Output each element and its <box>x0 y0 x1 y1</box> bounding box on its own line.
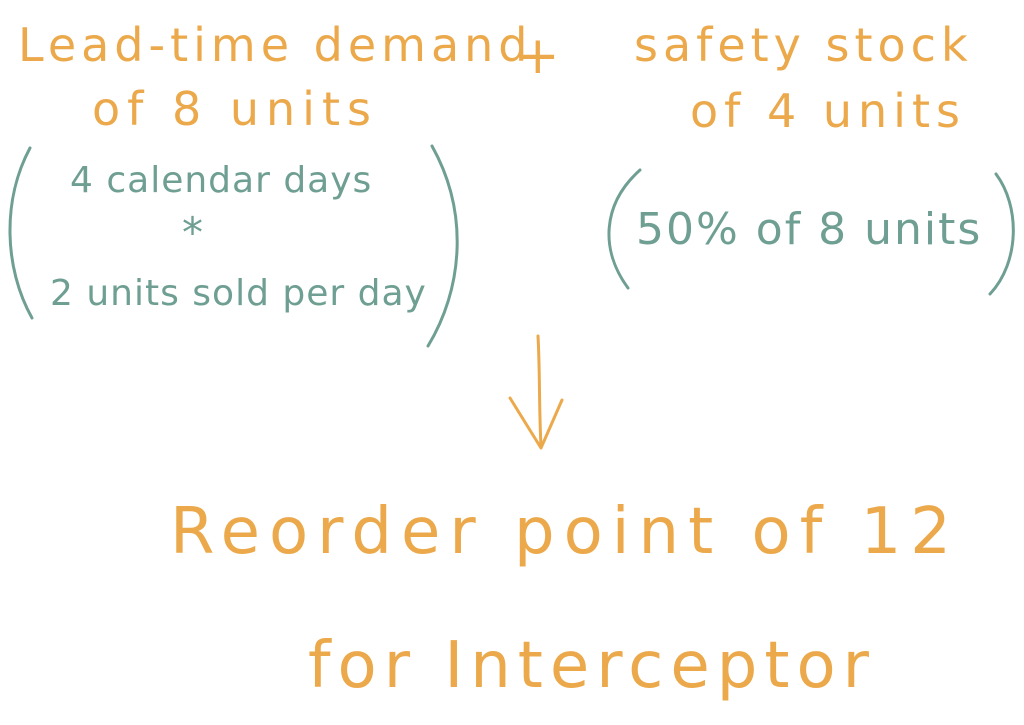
units-per-day-text: 2 units sold per day <box>50 273 427 314</box>
safety-stock-units: of 4 units <box>690 84 966 138</box>
safety-percentage-text: 50% of 8 units <box>636 204 983 255</box>
calendar-days-text: 4 calendar days <box>70 160 373 201</box>
left-open-paren <box>8 146 34 320</box>
right-close-paren <box>988 172 1015 296</box>
left-close-paren <box>426 144 459 348</box>
lead-time-demand-units: of 8 units <box>92 82 378 136</box>
safety-stock-title: safety stock <box>634 18 973 72</box>
plus-sign: + <box>516 26 560 86</box>
multiply-operator: * <box>182 208 203 257</box>
right-open-paren <box>607 168 642 290</box>
lead-time-demand-title: Lead-time demand <box>18 18 533 72</box>
down-arrow-shaft <box>536 334 543 448</box>
reorder-point-product: for Interceptor <box>308 629 876 703</box>
down-arrow-head <box>508 396 564 450</box>
reorder-point-result: Reorder point of 12 <box>170 495 960 569</box>
